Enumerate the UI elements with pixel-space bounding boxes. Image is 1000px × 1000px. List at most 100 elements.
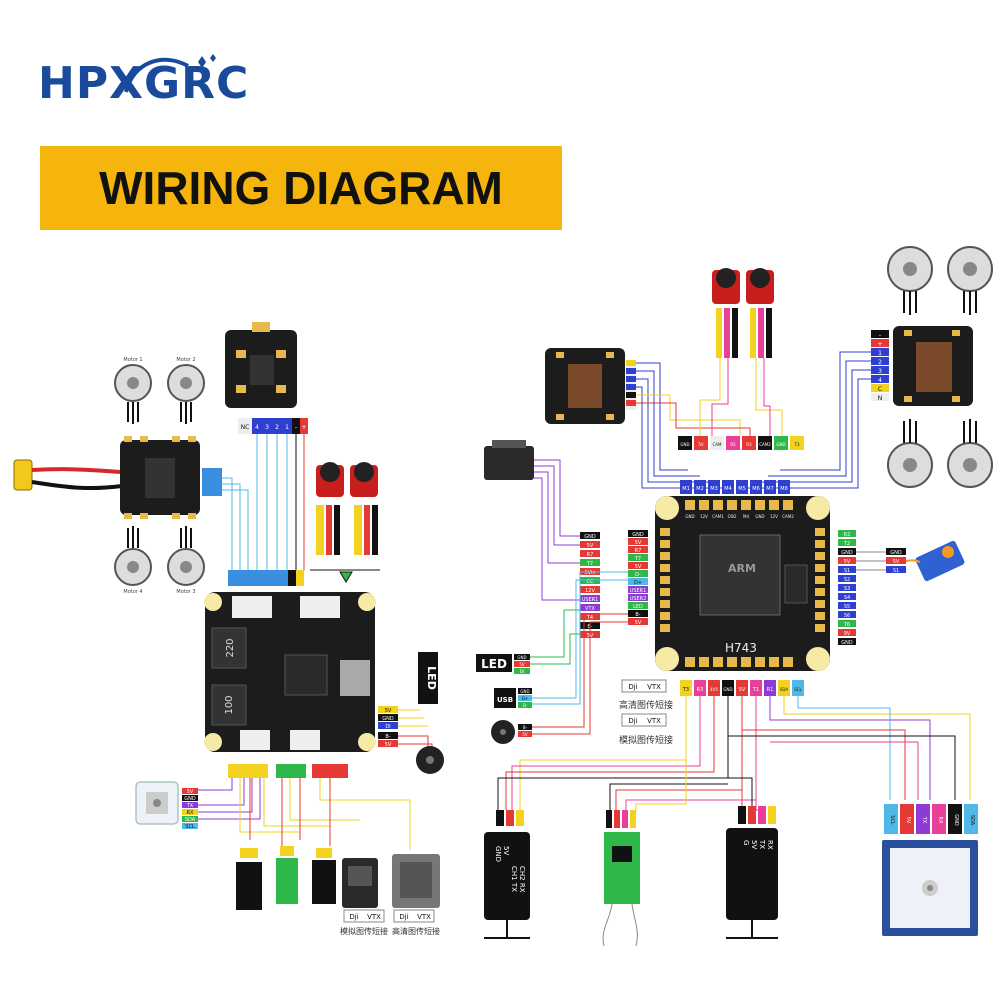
left-vtx-note: Dji VTX Dji VTX 模拟图传短接 高清图传短接	[340, 909, 440, 936]
pad-label: 2	[275, 424, 279, 431]
motor-icon	[114, 548, 152, 586]
pad-label: VTX	[647, 717, 661, 725]
pad-label: M4	[724, 486, 732, 492]
pad-label: M5	[738, 486, 746, 492]
pad-label: GND	[841, 640, 853, 646]
pad-label: T6	[843, 622, 850, 628]
pad-label: CC	[587, 579, 594, 585]
left-led-module: LED 5V GND DI	[378, 652, 438, 730]
left-fc-top-pads	[228, 570, 304, 586]
pad-label: R3	[746, 442, 752, 447]
pad-label: 5V	[635, 540, 642, 546]
right-buzzer: B- 5V	[491, 613, 628, 744]
left-esc-pad-strip: NC 4 3 2 1 - +	[238, 418, 308, 434]
pad-label: 5V	[187, 789, 194, 795]
right-fc-left-pads: GND 5V R7 T7 5V D- D+ USER1 USER2 LED B-…	[628, 530, 648, 626]
pad-label: T7	[586, 561, 593, 567]
pad-label: Dji	[399, 913, 408, 921]
right-bottom-wires	[497, 696, 971, 811]
pad-label: DI	[385, 724, 390, 730]
pad-label: 5V	[385, 708, 392, 714]
motor-icon	[114, 364, 152, 402]
pad-label: M8	[780, 486, 788, 492]
pad-label: Dji	[628, 683, 637, 691]
right-motor-wires	[636, 351, 871, 489]
vtx-note: 模拟图传短接	[619, 734, 673, 746]
pad-label: S2	[844, 577, 850, 583]
pad-label: R2	[844, 532, 851, 538]
pad-label: 4V5	[710, 687, 718, 692]
logo-swoosh	[124, 54, 216, 93]
pad-label: T2	[843, 541, 850, 547]
pad-label: T1	[752, 687, 759, 693]
pad-label: 1	[285, 424, 289, 431]
left-buzzer: B- 5V	[378, 732, 444, 774]
right-motors	[887, 246, 993, 488]
pad-label: VTX	[417, 913, 431, 921]
pad-label: USER2	[630, 596, 647, 602]
vtx-note: 模拟图传短接	[340, 926, 388, 936]
left-gps-module: 5V GND TX RX SDA SCL	[135, 778, 261, 830]
motor-icon	[167, 364, 205, 402]
pad-label: Dji	[628, 717, 637, 725]
rx-label: CH1 TX	[510, 866, 518, 892]
left-fc-board: 220 100	[204, 592, 376, 752]
right-cameras	[712, 268, 774, 358]
pad-label: 5V	[698, 442, 704, 447]
pad-label: N	[878, 395, 883, 402]
pad-label: TX	[186, 803, 194, 809]
led-label: LED	[481, 657, 507, 671]
pad-label: 9V	[844, 631, 851, 637]
rx-label: GND	[494, 846, 502, 862]
pad-label: R3	[697, 687, 704, 693]
pad-label: D+	[522, 696, 528, 701]
pad-label: B-	[523, 725, 528, 730]
pad-label: SCL	[794, 687, 802, 692]
rx-label: TX	[758, 839, 766, 849]
right-led-module: LED GND 5V DI	[476, 609, 580, 674]
pad-label: 5V	[385, 742, 392, 748]
pad-label: D-	[523, 703, 528, 708]
pad-label: 5V	[635, 620, 642, 626]
pad-label: T3	[794, 442, 800, 447]
pad-label: D-	[635, 572, 641, 578]
pad-label: GND	[632, 532, 644, 538]
pad-label: SCL	[889, 815, 895, 825]
pad-label: T7	[634, 556, 641, 562]
pad-label: USER1	[630, 588, 647, 594]
pad-label: M1	[682, 486, 690, 492]
pad-label: VTX	[367, 913, 381, 921]
right-esc-header: GND 5V CAM R2 R3 CAM2 GND T3	[678, 436, 804, 450]
vtx-note: 高清图传短接	[619, 699, 673, 711]
pad-label: 1	[878, 350, 882, 357]
pad-label: GND	[382, 716, 394, 722]
motor-label: Motor 1	[123, 357, 142, 363]
pad-label: T4	[586, 615, 593, 621]
pad-label: LED	[633, 604, 643, 610]
rx-label: CH2 RX	[518, 866, 526, 893]
pad-label: R7	[587, 552, 594, 558]
left-receivers	[236, 778, 440, 910]
pad-label: B-	[635, 612, 640, 618]
pad-label: +	[877, 341, 882, 348]
rx-label: 5V	[502, 846, 510, 855]
pad-label: 5V	[739, 687, 746, 693]
pad-label: GND	[680, 442, 689, 447]
pad-label: 4	[878, 377, 882, 384]
pad-label: TX	[921, 816, 927, 824]
pad-label: D+	[634, 580, 642, 586]
pad-label: NC	[241, 424, 250, 431]
pad-label: 5V	[844, 559, 851, 565]
pad-label: T3	[682, 687, 689, 693]
fc-model-label: 220	[225, 638, 236, 657]
pad-label: M4	[743, 514, 749, 519]
title-banner: WIRING DIAGRAM	[40, 146, 562, 230]
pad-label: USER1	[582, 597, 599, 603]
pad-label: GND	[890, 550, 902, 556]
pad-label: 12V	[770, 514, 778, 519]
pad-label: 4	[255, 424, 259, 431]
left-fc-bottom-pads	[228, 764, 348, 778]
wiring-diagram: Motor 1 Motor 2 Motor 4 Motor 3 NC 4 3 2…	[13, 246, 993, 947]
right-gps-module: SCL 5V TX RX GND SDA	[882, 804, 978, 936]
right-vtx-module	[484, 440, 580, 601]
